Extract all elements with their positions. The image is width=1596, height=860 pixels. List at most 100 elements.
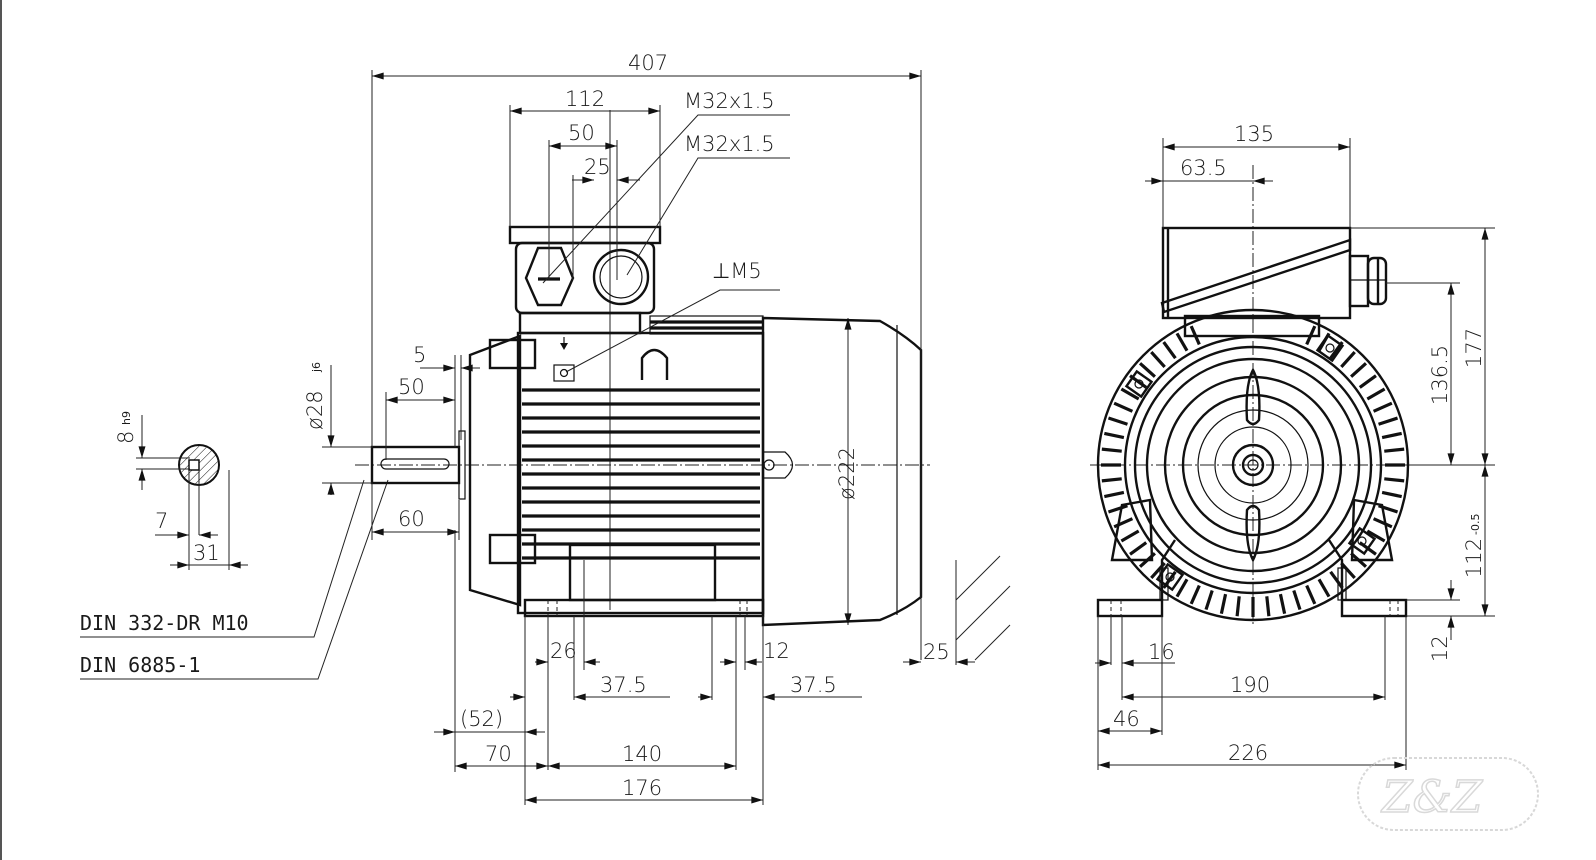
dim-end-hole-spacing: 190 <box>1230 673 1270 697</box>
key-depth-label: 7 <box>155 509 168 533</box>
dim-hole-spacing: 140 <box>622 742 662 766</box>
terminal-box <box>508 225 662 335</box>
end-fin <box>1103 490 1125 499</box>
end-fin <box>1175 332 1189 352</box>
dim-fan-clearance: 25 <box>923 640 950 664</box>
dim-shaft-to-foot-ref: (52) <box>460 707 503 731</box>
end-fin <box>1120 529 1140 543</box>
dim-foot-hole-right: 12 <box>763 639 790 663</box>
key-width-tol: h9 <box>120 411 133 425</box>
end-fin <box>1101 447 1122 453</box>
dim-foot-thickness: 12 <box>1428 635 1452 662</box>
end-fin <box>1107 504 1128 514</box>
end-fin <box>1113 401 1134 413</box>
end-fin <box>1101 477 1122 483</box>
dim-shaft-height: 112 <box>1462 538 1486 578</box>
end-fin <box>1162 341 1177 360</box>
bolt-pad <box>1315 333 1345 363</box>
watermark-logo: Z&Z <box>1357 757 1539 831</box>
dim-shaft-shoulder: 5 <box>413 343 426 367</box>
cooling-fins <box>522 388 760 560</box>
dim-foot-offset-left: 37.5 <box>600 673 647 697</box>
note-center-hole: DIN 332-DR M10 <box>80 611 249 635</box>
dim-foot-offset-right: 37.5 <box>790 673 837 697</box>
label-gland-thread-2: M32x1.5 <box>684 132 775 156</box>
end-fin <box>1378 504 1399 514</box>
end-fin <box>1138 362 1156 378</box>
end-fin <box>1350 362 1368 378</box>
end-fin <box>1317 578 1331 598</box>
end-fin <box>1340 562 1356 580</box>
end-fin <box>1175 578 1189 598</box>
dim-terminal-box-width: 112 <box>565 87 605 111</box>
end-fin <box>1129 541 1148 556</box>
end-fin <box>1204 590 1214 611</box>
end-fin <box>1138 552 1156 568</box>
cable-gland-1 <box>524 246 575 307</box>
dim-shaft-to-hole: 70 <box>485 742 512 766</box>
end-fin <box>1265 596 1271 617</box>
window-left-border <box>0 0 2 860</box>
dim-overall-length: 407 <box>628 51 668 75</box>
end-fin <box>1350 552 1368 568</box>
end-fin <box>1384 477 1405 483</box>
shaft-height-label: 31 <box>193 541 220 565</box>
end-fin <box>1150 562 1166 580</box>
dim-foot-edge: 46 <box>1113 707 1140 731</box>
end-fin <box>1381 431 1403 440</box>
key-width-label: 8 <box>114 431 138 444</box>
notes: DIN 332-DR M10 DIN 6885-1 <box>80 479 389 680</box>
end-fin <box>1340 350 1356 368</box>
end-fin <box>1384 447 1405 453</box>
dim-gland-offset: 25 <box>584 155 611 179</box>
end-fin <box>1107 416 1128 426</box>
end-fin <box>1150 350 1166 368</box>
dim-gland-spacing: 50 <box>568 121 595 145</box>
end-fin <box>1189 584 1201 605</box>
key-section-view: 8 h9 7 31 <box>114 411 248 570</box>
end-fin <box>1358 374 1377 389</box>
dim-foot-hole: 26 <box>550 639 577 663</box>
end-fin <box>1378 416 1399 426</box>
end-fin <box>1278 593 1287 615</box>
bolt-pad <box>1155 562 1185 592</box>
dim-gland-height: 136.5 <box>1428 345 1452 405</box>
dim-shaft-height-tol: -0.5 <box>1469 514 1482 535</box>
note-key-standard: DIN 6885-1 <box>80 653 200 677</box>
bolt-pad <box>1124 369 1154 399</box>
dim-keyway-length: 50 <box>398 375 425 399</box>
front-view: 407 112 50 25 M32x1.5 M32x1.5 ⊥M5 5 50 6… <box>303 51 1011 805</box>
end-fin <box>1366 387 1386 401</box>
bolt-pad <box>1347 526 1377 556</box>
end-fin <box>1381 490 1403 499</box>
end-fins <box>1101 325 1405 617</box>
end-fin <box>1292 590 1302 611</box>
end-cable-gland <box>1348 254 1388 308</box>
dim-shaft-diameter: ø28 <box>303 390 327 430</box>
end-fin <box>1305 584 1317 605</box>
dim-foot-length: 176 <box>622 776 662 800</box>
cable-gland-2 <box>592 248 650 306</box>
end-fin <box>1235 596 1241 617</box>
end-fin <box>1113 517 1134 529</box>
end-fin <box>1120 387 1140 401</box>
key-slot <box>188 459 200 471</box>
dim-foot-width: 226 <box>1228 741 1268 765</box>
end-view: 135 63.5 136.5 177 112 -0.5 12 16 190 46 <box>1090 122 1495 770</box>
dim-shaft-diameter-tol: j6 <box>310 362 323 373</box>
end-fin <box>1103 431 1125 440</box>
dim-box-width: 135 <box>1234 122 1274 146</box>
dim-total-height: 177 <box>1462 328 1486 368</box>
end-fin <box>1219 593 1228 615</box>
end-fin <box>1329 570 1344 589</box>
dim-foot-hole-end: 16 <box>1148 640 1175 664</box>
end-fin <box>1372 517 1393 529</box>
svg-text:Z&Z: Z&Z <box>1380 772 1484 823</box>
end-fin <box>1366 529 1386 543</box>
label-gland-thread-1: M32x1.5 <box>684 89 775 113</box>
end-fin <box>1372 401 1393 413</box>
dim-shaft-length: 60 <box>398 507 425 531</box>
keyway <box>380 458 450 470</box>
dim-box-offset: 63.5 <box>1180 156 1227 180</box>
